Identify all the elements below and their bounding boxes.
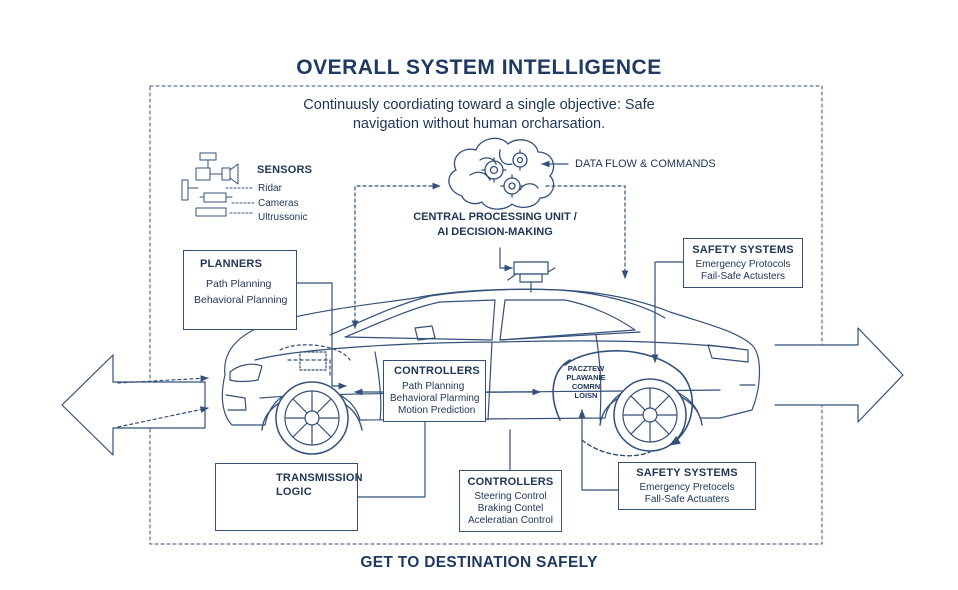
left-dashed-arrow-lower (117, 406, 209, 428)
controllers-mid-item-3: Motion Prediction (398, 405, 476, 416)
wheel-label-line-3: COMRN (571, 382, 601, 391)
wheel-label-line-2: PLAWANIE (566, 373, 606, 382)
planners-title: PLANNERS (200, 258, 263, 270)
wheel-label-line-1: PACZTEW (567, 364, 605, 373)
safety-top-title: SAFETY SYSTEMS (692, 244, 794, 256)
left-arrow-icon (61, 354, 206, 456)
cpu-label: CENTRAL PROCESSING UNIT / AI DECISION-MA… (400, 210, 590, 240)
footer-caption: GET TO DESTINATION SAFELY (360, 554, 598, 571)
safety-bottom-connector (578, 409, 619, 491)
controllers-mid-title: CONTROLLERS (394, 365, 480, 377)
controllers-bottom-item-3: Aceleratian Control (467, 515, 554, 526)
rear-wheel (613, 378, 687, 452)
subtitle-line-2: navigation without human orcharsation. (352, 116, 606, 132)
controllers-bottom-box: CONTROLLERS Steering Control Braking Con… (459, 470, 562, 532)
safety-top-item-1: Emergency Protocols (695, 259, 791, 270)
cpu-label-line-2: AI DECISION-MAKING (437, 226, 553, 238)
transmission-line-2: LOGIC (276, 486, 312, 498)
planners-item-2: Behavioral Planning (194, 294, 288, 306)
outer-dashed-frame (149, 85, 823, 545)
page-title: OVERALL SYSTEM INTELLIGENCE (296, 56, 662, 79)
controllers-mid-item-1: Path Planning (402, 381, 465, 392)
safety-bottom-title: SAFETY SYSTEMS (636, 467, 738, 479)
sensor-cluster-icon (181, 152, 255, 217)
cpu-left-dashed-arrow (351, 182, 441, 329)
wheel-label: PACZTEW PLAWANIE COMRN LOISN (558, 364, 614, 400)
safety-bottom-item-2: Fall-Safe Actuaters (644, 494, 730, 505)
controllers-mid-item-2: Behavioral Plarming (390, 393, 480, 404)
front-wheel (275, 381, 349, 455)
controllers-bottom-item-2: Braking Contel (477, 503, 544, 514)
safety-bottom-item-1: Emergency Pretocels (639, 482, 735, 493)
sensor-item-2: Cameras (258, 198, 299, 209)
cpu-to-roof-arrow (499, 247, 513, 272)
right-arrow-icon (774, 327, 904, 423)
subtitle: Continuusly coordiating toward a single … (229, 96, 729, 134)
engine-bay-dashes (279, 344, 351, 376)
sensor-item-1: Ridar (258, 183, 282, 194)
wheel-label-line-4: LOISN (574, 391, 598, 400)
transmission-connector (357, 421, 426, 498)
roof-sensor-icon (507, 261, 556, 293)
transmission-line-1: TRANSMISSION (276, 472, 363, 484)
safety-top-item-2: Fail-Safe Actusters (701, 271, 785, 282)
controllers-bottom-item-1: Steering Control (474, 491, 547, 502)
planners-item-1: Path Planning (206, 278, 272, 290)
sensor-item-3: Ultrussonic (258, 212, 308, 223)
planners-box: PLANNERS Path Planning Behavioral Planni… (183, 250, 297, 330)
rear-wheel-swirl (564, 350, 694, 446)
subtitle-line-1: Continuusly coordiating toward a single … (303, 97, 655, 113)
cpu-right-dashed-arrow (545, 185, 629, 279)
sensors-title: SENSORS (257, 164, 313, 176)
safety-top-connector (651, 261, 684, 363)
data-flow-label: DATA FLOW & COMMANDS (575, 158, 716, 170)
controllers-mid-box: CONTROLLERS Path Planning Behavioral Pla… (383, 360, 486, 422)
cpu-label-line-1: CENTRAL PROCESSING UNIT / (413, 211, 577, 223)
controllers-bottom-title: CONTROLLERS (467, 476, 554, 488)
planners-connector (296, 282, 347, 390)
safety-top-box: SAFETY SYSTEMS Emergency Protocols Fail-… (683, 238, 803, 288)
brain-gears-icon (448, 137, 555, 210)
engine-block (299, 351, 327, 371)
transmission-box: TRANSMISSION LOGIC (215, 463, 363, 531)
safety-bottom-box: SAFETY SYSTEMS Emergency Pretocels Fall-… (618, 462, 756, 510)
left-dashed-arrow (117, 375, 209, 384)
